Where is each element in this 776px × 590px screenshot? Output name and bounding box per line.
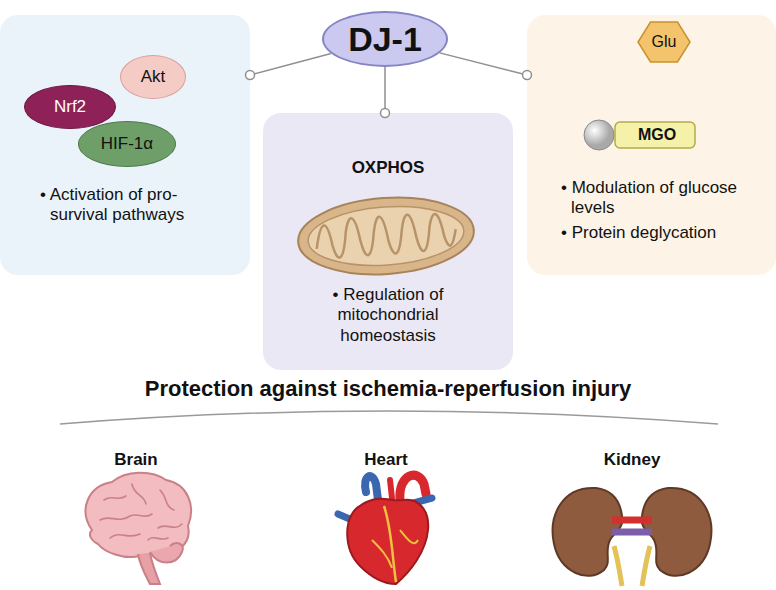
brain-illustration [86,473,191,584]
protein-ellipse: DJ-1 [322,11,448,67]
protein-ball [584,120,614,150]
glucose-panel: • Modulation of glucose levels • Protein … [527,15,776,275]
protein-ellipse: Akt [120,55,186,99]
organ-label: Brain [114,450,157,470]
organ-label: Kidney [604,450,661,470]
connector-end [246,71,255,80]
connector-line [250,53,331,75]
node-label: HIF-1α [101,134,153,154]
hexagon-shape [638,22,690,62]
pathway-panel: • Activation of pro-survival pathways Nrf… [0,15,250,275]
connector [440,53,532,80]
glucose-hexagon: Glu [637,21,691,63]
node-label: MGO [638,125,676,144]
node-label: Glu [652,32,677,51]
kidney-illustration [553,488,712,586]
mgo-adduct: MGO [583,118,697,152]
connector-line [384,67,386,113]
connector-end [381,109,390,118]
connector-end [523,71,532,80]
protein-ellipse: HIF-1α [78,121,176,167]
panel-text: • Modulation of glucose levels [561,178,761,219]
panel-text: OXPHOS [263,158,513,178]
panel-text: • Protein deglycation [561,223,761,243]
node-label: Nrf2 [54,97,86,117]
node-label: Akt [141,67,166,87]
panel-text: • Regulation of mitochondrial homeostasi… [303,285,473,346]
section-arc [60,411,718,424]
panel-text: • Activation of pro-survival pathways [40,185,215,226]
protein-ellipse: Nrf2 [24,85,116,129]
connector-line [440,53,527,75]
organ-label: Heart [364,450,407,470]
heart-illustration [338,475,432,584]
mgo-box [615,122,695,148]
connector [381,67,390,118]
mitochondria-panel: OXPHOS • Regulation of mitochondrial home… [263,113,513,370]
section-title: Protection against ischemia-reperfusion … [145,376,632,402]
connector [246,53,331,79]
mitochondrion [296,192,477,280]
node-label: DJ-1 [348,19,422,60]
